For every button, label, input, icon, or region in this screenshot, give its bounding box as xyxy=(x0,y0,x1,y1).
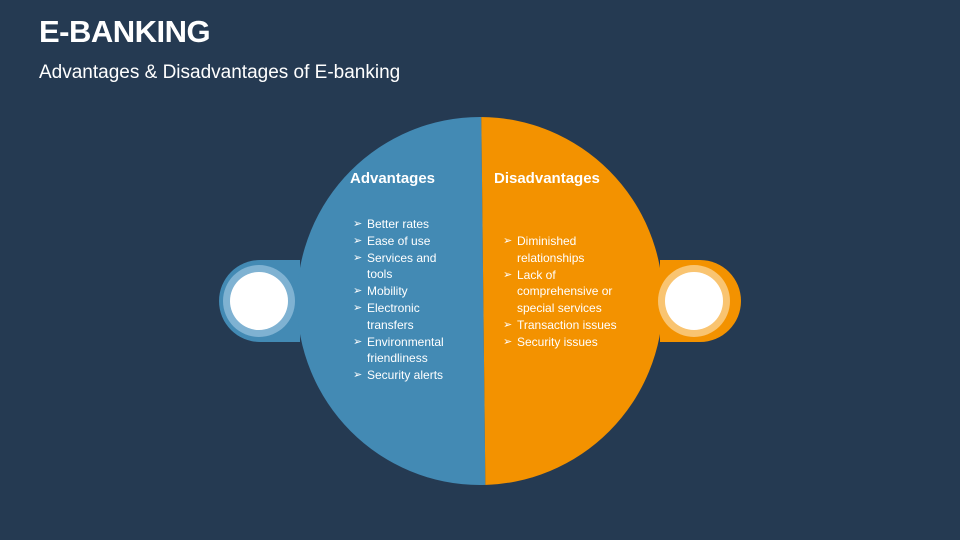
advantages-heading: Advantages xyxy=(350,170,436,187)
arrowhead-bullet-icon: ➢ xyxy=(503,335,513,348)
advantages-list: ➢Better rates ➢Ease of use ➢Services and… xyxy=(353,216,463,384)
arrowhead-bullet-icon: ➢ xyxy=(353,218,363,230)
list-item: ➢Mobility xyxy=(353,284,408,299)
arrowhead-bullet-icon: ➢ xyxy=(353,301,363,314)
arrowhead-bullet-icon: ➢ xyxy=(353,335,363,348)
arrowhead-bullet-icon: ➢ xyxy=(503,318,513,331)
list-item: ➢Diminished relationships xyxy=(503,234,585,265)
list-item: ➢Better rates xyxy=(353,217,430,231)
arrowhead-bullet-icon: ➢ xyxy=(353,251,363,264)
advantages-half xyxy=(297,117,486,485)
arrowhead-bullet-icon: ➢ xyxy=(353,285,363,298)
left-circle xyxy=(230,272,288,330)
list-item: ➢Security alerts xyxy=(353,368,444,383)
arrowhead-bullet-icon: ➢ xyxy=(503,268,513,281)
page-title: E-BANKING xyxy=(39,14,211,49)
disadvantages-list: ➢Diminished relationships ➢Lack of compr… xyxy=(503,233,628,351)
list-item: ➢Environmental friendliness xyxy=(353,334,444,366)
list-item: ➢Transaction issues xyxy=(503,317,617,332)
list-item: ➢Electronic transfers xyxy=(353,300,420,332)
disadvantages-heading: Disadvantages xyxy=(494,170,600,187)
arrowhead-bullet-icon: ➢ xyxy=(503,235,513,247)
list-item: ➢Services and tools xyxy=(353,250,437,282)
disadvantages-half xyxy=(480,117,663,485)
arrowhead-bullet-icon: ➢ xyxy=(353,234,363,247)
list-item: ➢Lack of comprehensive or special servic… xyxy=(503,267,613,316)
page-subtitle: Advantages & Disadvantages of E-banking xyxy=(39,62,401,83)
list-item: ➢Security issues xyxy=(503,334,598,349)
right-circle xyxy=(665,272,723,330)
list-item: ➢Ease of use xyxy=(353,233,431,248)
arrowhead-bullet-icon: ➢ xyxy=(353,369,363,382)
